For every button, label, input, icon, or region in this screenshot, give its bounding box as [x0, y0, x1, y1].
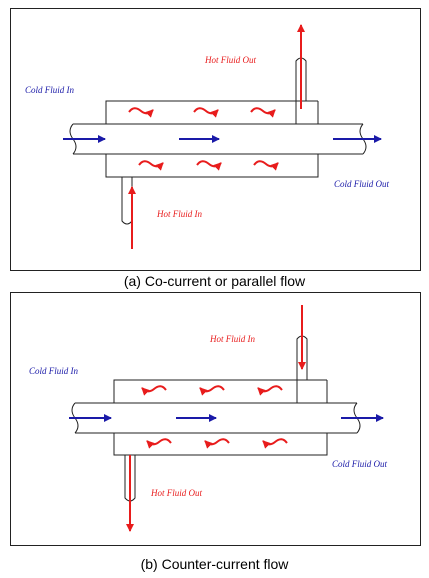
counter-current-svg: Cold Fluid In Cold Fluid Out Hot Fluid I… [29, 305, 388, 532]
cold-fluid-in-label: Cold Fluid In [29, 366, 78, 376]
shell-outline [105, 100, 319, 178]
annulus-flow-arrows-top [128, 107, 276, 118]
hot-fluid-out-label: Hot Fluid Out [150, 488, 202, 498]
cold-fluid-in-label: Cold Fluid In [25, 85, 74, 95]
annulus-flow-arrows-bottom [146, 438, 288, 449]
hot-fluid-in-label: Hot Fluid In [209, 334, 255, 344]
hot-fluid-out-label: Hot Fluid Out [204, 55, 256, 65]
annulus-flow-arrows-bottom [138, 160, 279, 171]
inner-tube [73, 123, 363, 155]
counter-current-diagram: Cold Fluid In Cold Fluid Out Hot Fluid I… [10, 292, 421, 546]
caption-counter-current: (b) Counter-current flow [140, 556, 289, 572]
cold-fluid-out-label: Cold Fluid Out [334, 179, 390, 189]
cold-fluid-out-label: Cold Fluid Out [332, 459, 388, 469]
caption-co-current: (a) Co-current or parallel flow [123, 273, 306, 289]
hot-fluid-in-label: Hot Fluid In [156, 209, 202, 219]
co-current-diagram: Cold Fluid In Cold Fluid Out Hot Fluid I… [10, 8, 421, 271]
annulus-flow-arrows-top [141, 385, 283, 396]
shell-outline [113, 379, 328, 456]
co-current-svg: Cold Fluid In Cold Fluid Out Hot Fluid I… [25, 24, 390, 249]
inner-tube [75, 402, 357, 434]
hot-inlet-nozzle [121, 177, 133, 225]
